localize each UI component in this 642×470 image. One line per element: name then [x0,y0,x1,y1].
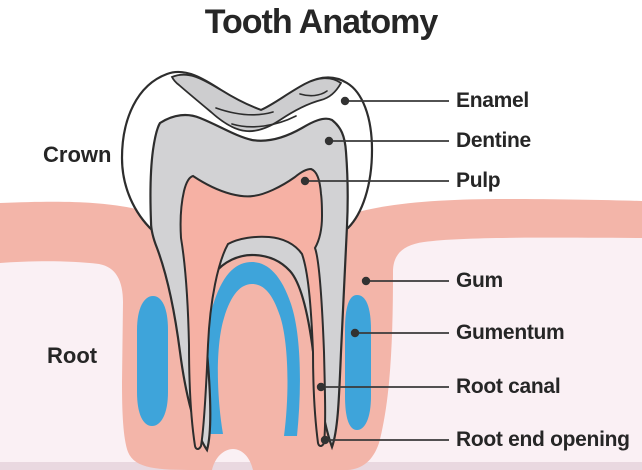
cementum-right-band [345,295,371,430]
leader-lines [300,96,449,445]
label-root-canal: Root canal [456,375,561,398]
occlusal-surface-shape [170,73,343,133]
crown-region-label: Crown [43,142,112,167]
enamel-dot [340,96,350,106]
root-canal-dot [316,382,326,392]
pulp-dot [300,176,310,186]
page-title: Tooth Anatomy [204,3,439,41]
dentine-dot [324,136,334,146]
fissure-line-3 [299,90,328,97]
label-pulp: Pulp [456,169,501,192]
gum-dot [361,276,371,286]
root-region-label: Root [47,343,98,368]
root-end-opening-dot [320,435,330,445]
label-enamel: Enamel [456,89,529,112]
cementum-furcation-arch [205,262,300,436]
label-gumentum: Gumentum [456,321,565,344]
cementum-left-band [137,296,168,426]
label-gum: Gum [456,269,503,292]
pulp-shape [179,167,327,450]
label-root-end-opening: Root end opening [456,428,630,451]
gumentum-dot [350,328,360,338]
fissure-line-1 [215,107,274,116]
fissure-line-2 [231,115,297,128]
label-dentine: Dentine [456,129,531,152]
